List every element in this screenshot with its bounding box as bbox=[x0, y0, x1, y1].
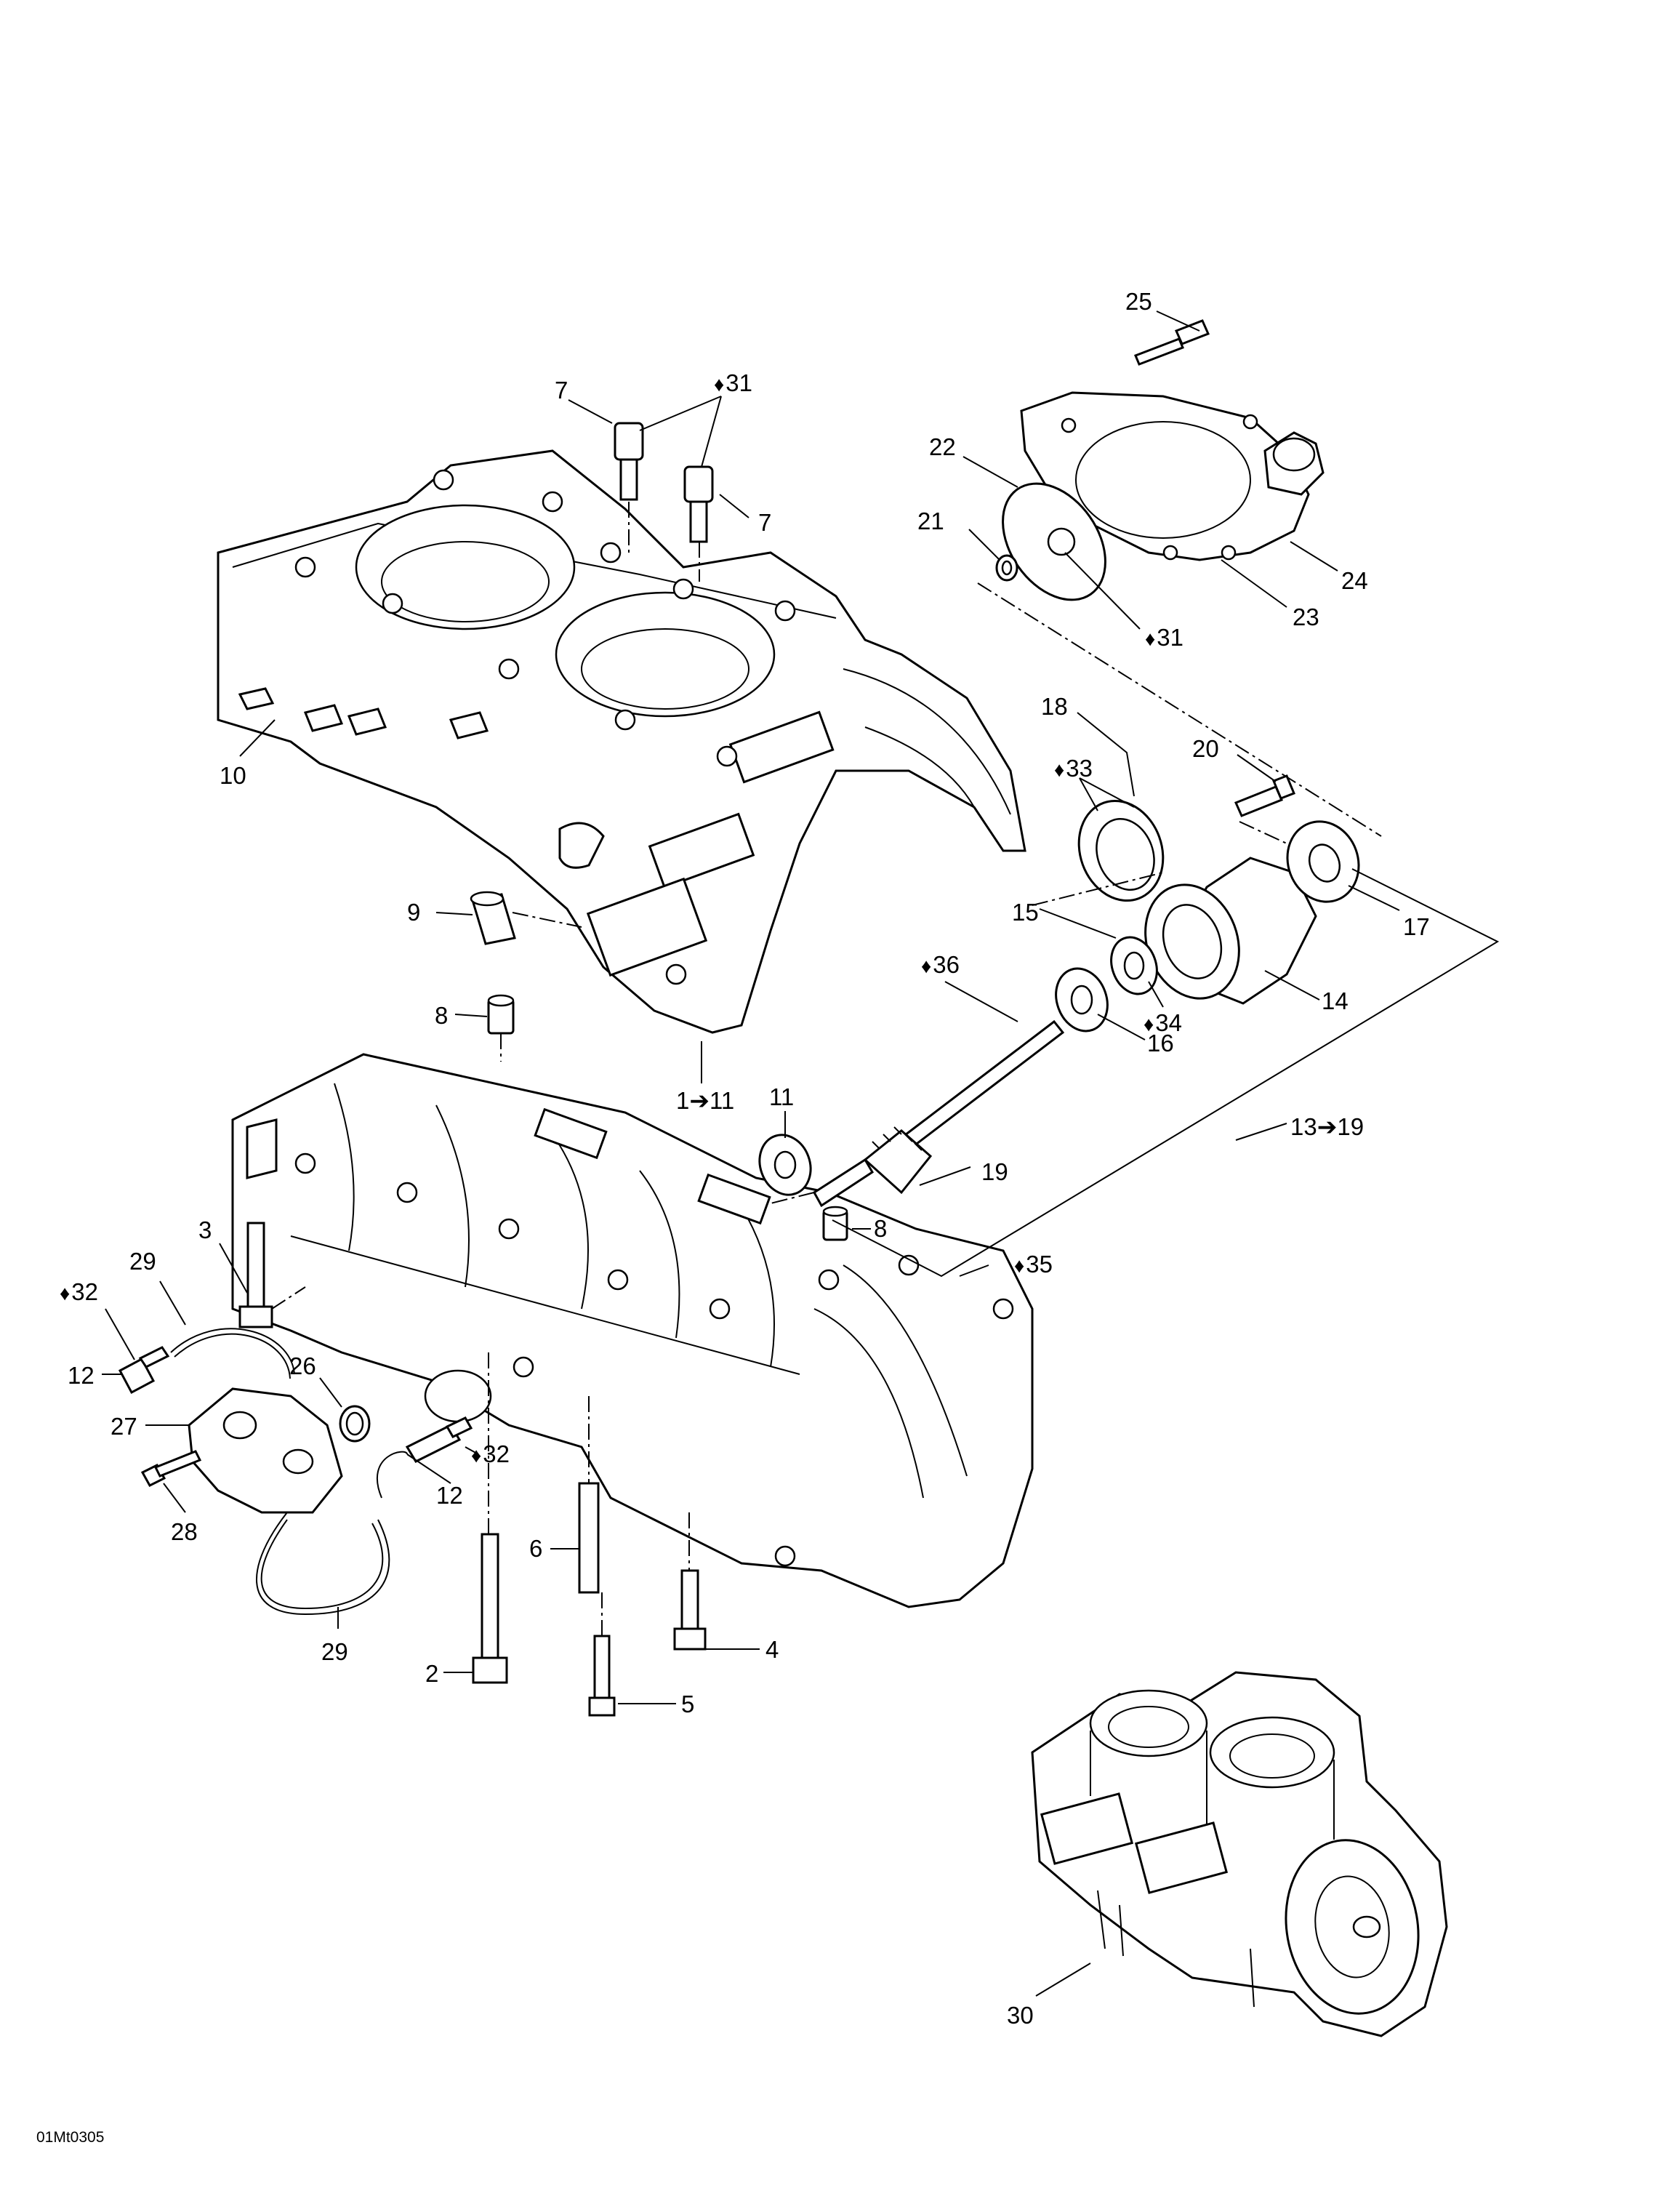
cap-17 bbox=[1286, 820, 1360, 903]
screw-28 bbox=[140, 1450, 202, 1487]
callout-32-b: ♦32 bbox=[471, 1440, 510, 1467]
callout-27: 27 bbox=[110, 1413, 137, 1440]
water-pump-housing bbox=[1020, 391, 1325, 561]
callout-31-top: ♦31 bbox=[714, 369, 753, 396]
upper-crankcase bbox=[217, 449, 1026, 1034]
callout-24: 24 bbox=[1341, 567, 1368, 594]
figure-code: 01Mt0305 bbox=[36, 2129, 105, 2146]
screw-25 bbox=[1134, 319, 1210, 366]
oil-drop-icon: ♦ bbox=[1145, 628, 1156, 650]
callout-13-19: 13➔19 bbox=[1290, 1113, 1365, 1140]
callout-3: 3 bbox=[198, 1216, 212, 1243]
callout-2: 2 bbox=[425, 1660, 439, 1687]
callout-7-a: 7 bbox=[555, 377, 568, 404]
callout-5: 5 bbox=[681, 1691, 695, 1717]
callout-26: 26 bbox=[289, 1352, 316, 1379]
callout-25: 25 bbox=[1125, 288, 1152, 315]
oil-drop-icon: ♦ bbox=[921, 955, 932, 977]
callout-35: ♦35 bbox=[1014, 1251, 1053, 1278]
water-pump-gasket-22 bbox=[1002, 482, 1106, 601]
callout-20: 20 bbox=[1192, 735, 1219, 762]
callout-21: 21 bbox=[917, 508, 944, 534]
callout-8-upper: 8 bbox=[435, 1002, 449, 1029]
callout-14: 14 bbox=[1322, 987, 1349, 1014]
gear-19 bbox=[813, 1126, 933, 1208]
oil-drop-icon: ♦ bbox=[714, 373, 725, 396]
shaft-36 bbox=[885, 1019, 1065, 1162]
callout-30: 30 bbox=[1007, 2002, 1034, 2029]
callout-34: ♦34 bbox=[1144, 1009, 1183, 1036]
bolt-5 bbox=[588, 1635, 616, 1717]
callout-16: 16 bbox=[1147, 1030, 1174, 1057]
callout-1-11: 1➔11 bbox=[676, 1087, 735, 1114]
lower-crankcase bbox=[231, 1053, 1034, 1608]
stud-6 bbox=[578, 1482, 600, 1594]
callout-29-a: 29 bbox=[129, 1248, 156, 1275]
callout-28: 28 bbox=[171, 1518, 198, 1545]
bolt-7-a bbox=[614, 422, 644, 501]
bolt-7-b bbox=[683, 465, 714, 543]
oil-drop-icon: ♦ bbox=[1014, 1254, 1025, 1277]
callout-9: 9 bbox=[407, 899, 421, 926]
callout-6: 6 bbox=[529, 1535, 543, 1562]
o-ring-21 bbox=[995, 554, 1018, 582]
bolt-2 bbox=[472, 1533, 508, 1684]
callout-4: 4 bbox=[765, 1636, 779, 1663]
leader-lines bbox=[102, 310, 1500, 1997]
callout-23: 23 bbox=[1293, 604, 1319, 630]
oil-pump-27 bbox=[188, 1387, 343, 1514]
callout-7-b: 7 bbox=[758, 509, 772, 536]
callout-32-a: ♦32 bbox=[60, 1278, 99, 1305]
callout-29-b: 29 bbox=[321, 1638, 348, 1665]
oil-drop-icon: ♦ bbox=[60, 1282, 71, 1304]
fitting-12-b bbox=[405, 1416, 473, 1463]
callout-31-pump: ♦31 bbox=[1145, 624, 1184, 651]
oil-drop-icon: ♦ bbox=[1144, 1013, 1154, 1035]
callout-11: 11 bbox=[769, 1083, 795, 1110]
callout-17: 17 bbox=[1403, 913, 1430, 940]
bolt-4 bbox=[673, 1569, 707, 1651]
oil-drop-icon: ♦ bbox=[1054, 758, 1065, 781]
hose-29 bbox=[170, 1328, 408, 1616]
callout-12-a: 12 bbox=[68, 1362, 95, 1389]
callout-8-lower: 8 bbox=[874, 1215, 888, 1242]
callout-12-b: 12 bbox=[436, 1482, 463, 1509]
dowel-pin-8-upper bbox=[487, 994, 515, 1035]
fitting-12-a bbox=[118, 1346, 170, 1395]
seal-18 bbox=[1077, 799, 1165, 902]
callout-19: 19 bbox=[981, 1158, 1008, 1185]
bearing-11 bbox=[758, 1134, 812, 1196]
bearing-16 bbox=[1055, 967, 1109, 1033]
callout-33: ♦33 bbox=[1054, 755, 1093, 782]
bolt-20 bbox=[1234, 774, 1295, 817]
plug-9 bbox=[470, 891, 516, 945]
dowel-pin-8-lower bbox=[822, 1206, 848, 1241]
housing-14 bbox=[1144, 857, 1317, 1005]
callout-18: 18 bbox=[1041, 693, 1068, 720]
callout-10: 10 bbox=[220, 762, 246, 789]
assembly-axes bbox=[271, 502, 1382, 1636]
complete-engine-30 bbox=[1031, 1671, 1448, 2037]
callout-15: 15 bbox=[1012, 899, 1039, 926]
oil-drop-icon: ♦ bbox=[471, 1444, 482, 1467]
bolt-3 bbox=[238, 1222, 273, 1328]
seal-15 bbox=[1110, 936, 1158, 995]
o-ring-26 bbox=[339, 1405, 371, 1443]
callout-36: ♦36 bbox=[921, 951, 960, 978]
callout-22: 22 bbox=[929, 433, 956, 460]
